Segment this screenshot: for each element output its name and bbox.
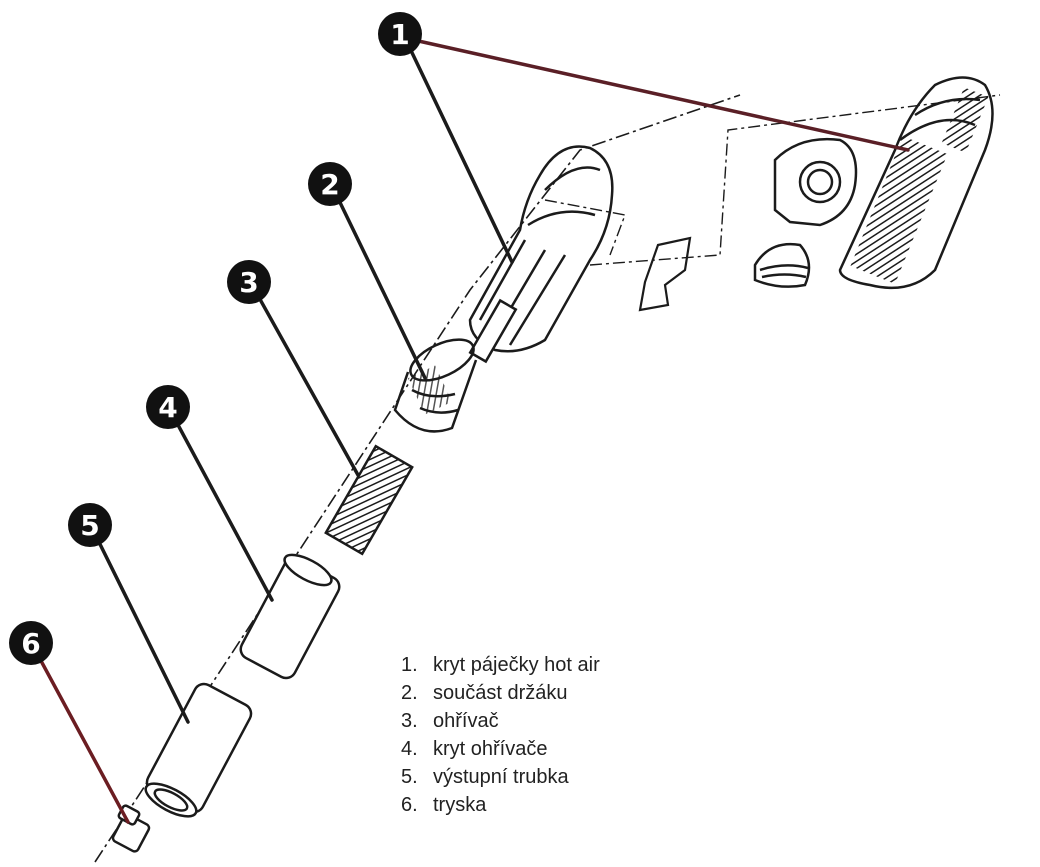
holder-part-ribs	[407, 365, 453, 415]
housing-grip-ribs	[850, 136, 948, 284]
outlet-tube	[144, 682, 253, 818]
svg-text:4: 4	[158, 391, 177, 424]
svg-text:1: 1	[390, 18, 409, 51]
legend-item-1: 1.kryt páječky hot air	[401, 654, 600, 676]
callout-5: 5	[68, 503, 112, 547]
nozzle	[111, 804, 151, 853]
housing-grip-ribs-upper	[941, 87, 989, 153]
legend-item-5: 5.výstupní trubka	[401, 766, 569, 788]
leader-1a	[403, 36, 514, 264]
blower-fan	[773, 138, 858, 227]
switch-clip	[638, 236, 692, 312]
assembly-axis-secondary	[589, 94, 1001, 266]
leader-4	[168, 408, 274, 602]
parts-legend: 1.kryt páječky hot air 2.součást držáku …	[401, 651, 600, 819]
svg-text:6: 6	[21, 627, 40, 660]
callout-3: 3	[227, 260, 271, 304]
callout-6: 6	[9, 621, 53, 665]
leader-3	[250, 283, 360, 477]
housing-half-left	[468, 145, 614, 364]
motor-cap	[753, 242, 811, 288]
leader-1b	[403, 36, 910, 152]
svg-text:3: 3	[239, 266, 258, 299]
legend-item-6: 6.tryska	[401, 794, 487, 816]
callout-2: 2	[308, 162, 352, 206]
legend-item-2: 2.součást držáku	[401, 682, 568, 704]
leader-6	[31, 644, 130, 824]
legend-item-4: 4.kryt ohřívače	[401, 738, 548, 760]
callout-1: 1	[378, 12, 422, 56]
leader-lines	[31, 36, 910, 824]
leader-2	[331, 186, 427, 380]
leader-5	[90, 526, 190, 724]
heater-element	[324, 444, 414, 556]
legend-item-3: 3.ohřívač	[401, 710, 499, 732]
svg-text:2: 2	[320, 168, 339, 201]
assembly-axis-tertiary	[544, 199, 626, 256]
svg-text:5: 5	[80, 509, 99, 542]
callout-4: 4	[146, 385, 190, 429]
heater-cover	[239, 553, 341, 680]
